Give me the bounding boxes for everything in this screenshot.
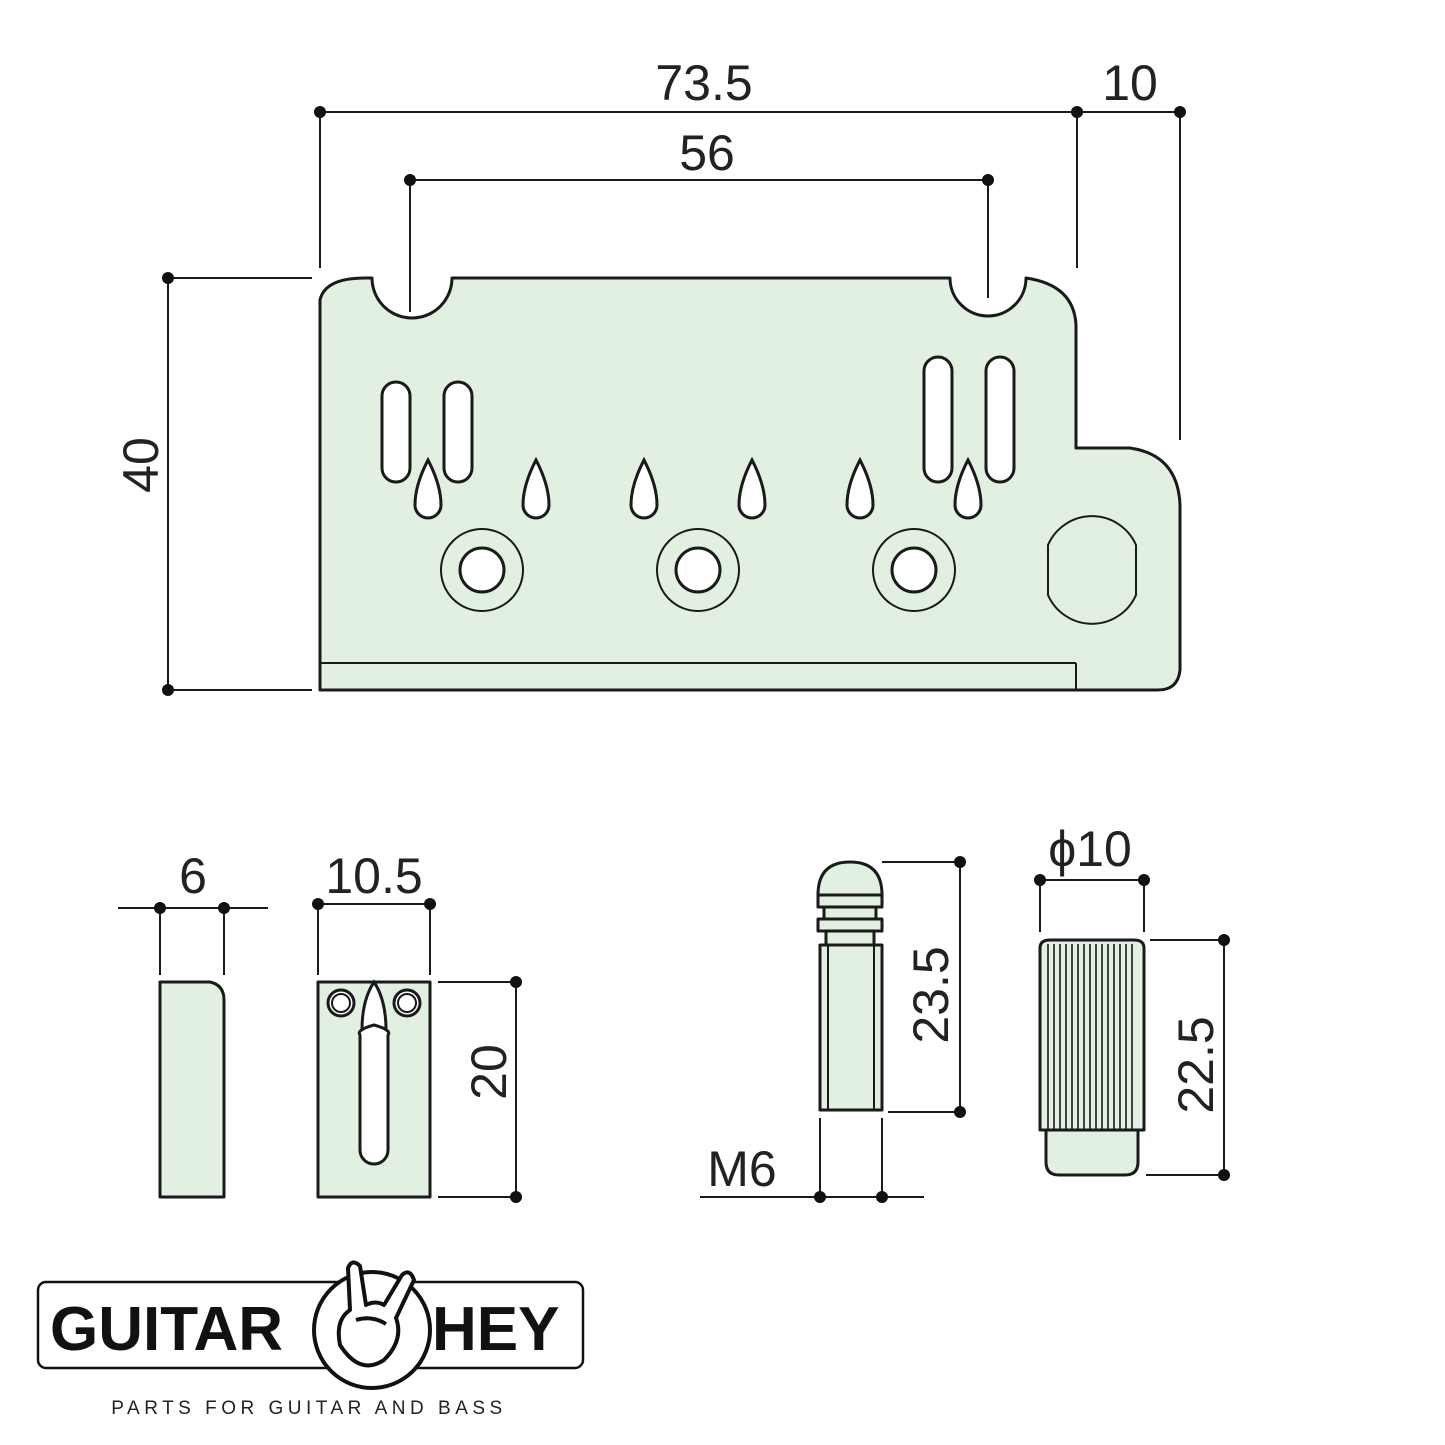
mounting-holes [440,528,956,612]
saddle-front-view: 10.5 20 [312,848,522,1203]
stud: 23.5 M6 [700,856,966,1203]
dim-22-5: 22.5 [1168,1016,1224,1113]
slot [380,380,412,484]
dim-23-5: 23.5 [903,946,959,1043]
dim-20: 20 [461,1044,517,1100]
dim-m6: M6 [707,1141,776,1197]
dim-40: 40 [113,437,169,493]
dim-phi-10: ϕ10 [1048,821,1132,877]
ground-hole [1047,515,1137,625]
post-spacing-dimension: 56 [404,125,994,312]
overall-width-dimension: 73.5 10 [314,55,1186,440]
baseplate [318,276,1182,692]
logo-word-hey: HEY [432,1295,559,1364]
logo-tagline: PARTS FOR GUITAR AND BASS [111,1398,506,1419]
logo-word-guitar: GUITAR [50,1295,283,1364]
slot [922,355,954,484]
saddle-side-view: 6 [118,848,268,1199]
height-dimension: 40 [113,272,312,696]
dim-73-5: 73.5 [655,55,752,111]
guitarhey-logo: GUITAR HEY PARTS FOR GUITAR AND BASS [36,1260,585,1419]
slot [984,355,1016,484]
dim-6: 6 [179,848,207,904]
dim-56: 56 [679,125,735,181]
teardrop-holes [413,456,983,520]
bushing: ϕ10 22.5 [1034,821,1230,1181]
dim-10: 10 [1102,55,1158,111]
dim-10-5: 10.5 [325,848,422,904]
slot [442,380,474,484]
knurl-lines [1047,944,1133,1130]
rock-hand-icon [312,1260,432,1390]
